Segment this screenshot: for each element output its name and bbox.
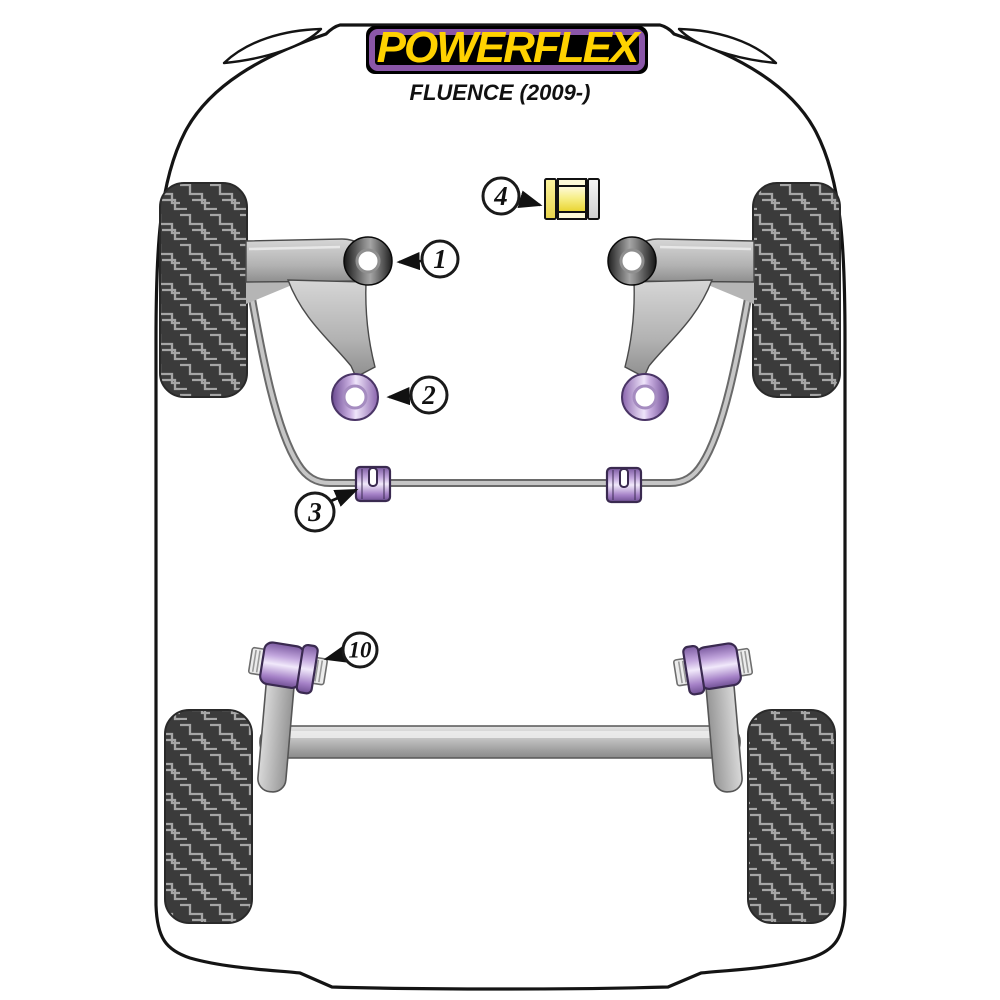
callout-1: 1	[396, 239, 460, 279]
callout-1-label: 1	[433, 244, 447, 274]
rear-beam-axle	[259, 725, 741, 759]
rear-left-tire	[164, 709, 253, 924]
right-pillar-sliver	[677, 27, 778, 65]
callout-4-label: 4	[493, 181, 508, 211]
callout-10-label: 10	[349, 638, 373, 663]
front-anti-roll-bar	[247, 289, 753, 487]
brand-text: POWERFLEX	[377, 23, 642, 72]
left-pillar-sliver	[222, 27, 323, 65]
callout-3: 3	[294, 488, 359, 533]
callout-10: 10	[323, 631, 379, 669]
model-text: FLUENCE (2009-)	[410, 80, 591, 105]
callout-2: 2	[386, 375, 449, 415]
car-body-outline	[154, 23, 847, 991]
gearbox-mount-part	[544, 178, 600, 220]
callout-4: 4	[481, 176, 543, 216]
front-right-tire	[752, 182, 841, 398]
callout-2-label: 2	[421, 380, 436, 410]
arb-bush-left	[354, 465, 392, 503]
callout-3-label: 3	[307, 497, 322, 527]
front-left-tire	[159, 182, 248, 398]
rear-right-tire	[747, 709, 836, 924]
powerflex-logo: POWERFLEX	[366, 23, 648, 74]
arb-bush-right	[605, 466, 643, 504]
